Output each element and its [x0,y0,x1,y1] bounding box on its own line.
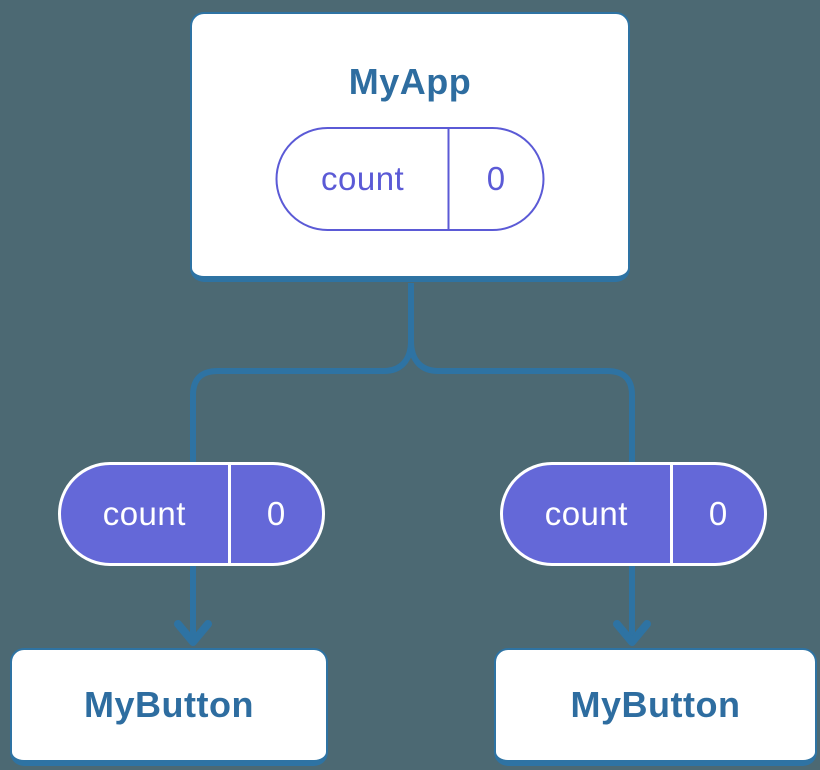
child-prop-pill-right: count 0 [500,462,767,566]
child-component-card-right: MyButton [494,648,817,766]
prop-pill-value: 0 [266,495,286,532]
prop-pill-label: count [61,465,231,563]
connector-stem-left-branch [190,283,414,640]
connector-right-branch [408,340,635,640]
arrow-down-right-icon [613,620,651,646]
arrow-down-left-icon [174,620,212,646]
child-component-card-left: MyButton [10,648,328,766]
root-state-pill: count 0 [275,127,545,231]
root-component-title: MyApp [348,61,472,102]
prop-pill-label: count [503,465,673,563]
child-prop-pill-left: count 0 [58,462,325,566]
state-pill-value: 0 [486,160,506,197]
prop-pill-value: 0 [708,495,728,532]
root-component-card: MyApp count 0 [190,12,630,282]
state-pill-label: count [278,129,450,229]
